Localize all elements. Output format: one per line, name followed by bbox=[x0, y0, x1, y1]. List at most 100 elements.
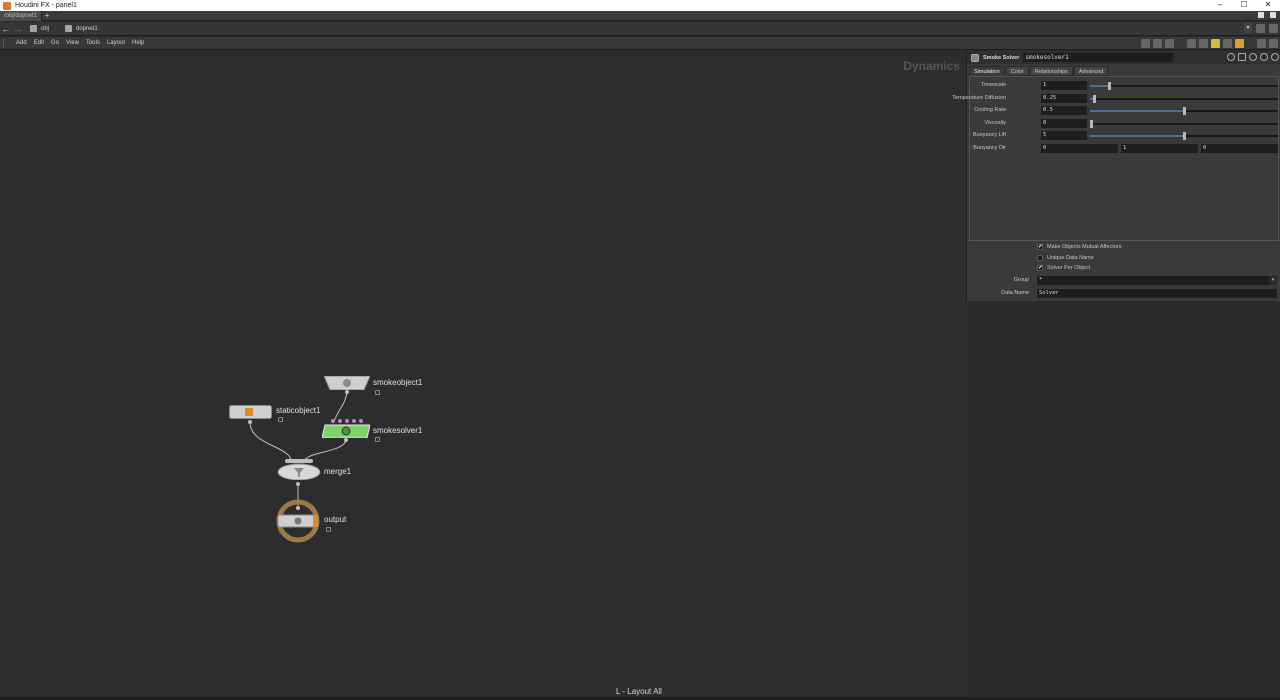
node-smokesolver1[interactable] bbox=[321, 418, 371, 439]
timescale-field[interactable]: 1 bbox=[1041, 81, 1087, 90]
smokeobject-node-shape bbox=[323, 375, 371, 391]
slider-knob[interactable] bbox=[1183, 107, 1186, 115]
node-smokeobject1[interactable] bbox=[323, 375, 371, 391]
unique-data-name-label: Unique Data Name bbox=[1047, 255, 1094, 261]
lock-icon[interactable] bbox=[278, 417, 283, 422]
buoyancy-dir-label: Buoyancy Dir bbox=[973, 144, 1006, 151]
tab-color[interactable]: Color bbox=[1005, 66, 1029, 76]
list-icon[interactable] bbox=[1165, 39, 1174, 48]
slider-knob[interactable] bbox=[1107, 82, 1111, 90]
temperature-diffusion-slider[interactable] bbox=[1090, 94, 1278, 103]
mutual-affectors-label: Make Objects Mutual Affectors bbox=[1047, 244, 1122, 250]
zoom-icon[interactable] bbox=[1257, 39, 1266, 48]
grid-icon[interactable] bbox=[1187, 39, 1196, 48]
breadcrumb-dopnet1-label: dopnet1 bbox=[76, 25, 98, 32]
link-icon[interactable] bbox=[1269, 23, 1278, 33]
breadcrumb-obj[interactable]: obj bbox=[30, 23, 59, 35]
layout-hint: L - Layout All bbox=[616, 687, 662, 696]
merge-node-shape bbox=[277, 459, 321, 481]
sticky-note-icon[interactable] bbox=[1211, 39, 1220, 48]
cooling-rate-field[interactable]: 0.5 bbox=[1041, 106, 1087, 115]
menu-go[interactable]: Go bbox=[51, 40, 60, 46]
menu-layout[interactable]: Layout bbox=[106, 40, 125, 46]
slider-knob[interactable] bbox=[1183, 132, 1186, 140]
path-history-dropdown[interactable]: ▾ bbox=[1244, 23, 1252, 33]
temperature-diffusion-field[interactable]: 0.25 bbox=[1041, 93, 1087, 103]
help-book-icon[interactable] bbox=[1238, 53, 1246, 61]
tree-icon[interactable] bbox=[1153, 39, 1162, 48]
palette-icon[interactable] bbox=[1223, 39, 1232, 48]
unique-data-name-checkbox[interactable] bbox=[1037, 255, 1043, 261]
menu-tools[interactable]: Tools bbox=[85, 40, 100, 46]
staticobject1-output-port[interactable] bbox=[248, 420, 252, 424]
buoyancy-lift-slider[interactable] bbox=[1090, 132, 1278, 140]
staticobject-node-shape bbox=[229, 405, 272, 419]
cooling-rate-slider[interactable] bbox=[1090, 107, 1278, 115]
node-merge1[interactable] bbox=[277, 458, 321, 481]
smokeobject1-label: smokeobject1 bbox=[373, 378, 423, 387]
timescale-label: Timescale bbox=[981, 82, 1006, 88]
smokesolver-node-shape bbox=[321, 419, 371, 439]
gear-icon[interactable] bbox=[1227, 53, 1235, 61]
buoyancy-dir-x-field[interactable]: 0 bbox=[1041, 143, 1118, 153]
tab-simulation[interactable]: Simulation bbox=[969, 66, 1005, 76]
viscosity-slider[interactable] bbox=[1090, 119, 1278, 128]
info-icon[interactable] bbox=[1260, 53, 1268, 61]
smokesolver1-output-port[interactable] bbox=[344, 438, 348, 442]
breadcrumb-dopnet1[interactable]: dopnet1 bbox=[65, 23, 108, 35]
layout-icon[interactable] bbox=[1199, 39, 1208, 48]
network-editor[interactable]: Dynamics smokeobject1 staticobject1 bbox=[0, 51, 966, 700]
node-name-field[interactable]: smokesolver1 bbox=[1023, 53, 1174, 62]
menu-edit[interactable]: Edit bbox=[33, 40, 45, 46]
toolbar-grip[interactable] bbox=[3, 38, 6, 48]
slider-knob[interactable] bbox=[1092, 94, 1096, 103]
houdini-app-icon bbox=[3, 1, 11, 10]
color-swatch-icon[interactable] bbox=[1235, 39, 1244, 48]
maximize-pane-icon[interactable] bbox=[1270, 12, 1276, 18]
node-output[interactable] bbox=[276, 499, 320, 543]
wrench-icon[interactable] bbox=[1141, 39, 1150, 48]
simulation-tab-body: Timescale 1 Temperature Diffusion 0.25 C… bbox=[952, 76, 1279, 241]
timescale-slider[interactable] bbox=[1090, 82, 1278, 90]
maximize-button[interactable]: ☐ bbox=[1240, 0, 1248, 9]
param-temperature-diffusion: Temperature Diffusion 0.25 bbox=[952, 93, 1278, 104]
menu-add[interactable]: Add bbox=[16, 40, 27, 46]
pane-menu-icon[interactable] bbox=[1258, 12, 1264, 18]
view-options-icon[interactable] bbox=[1269, 39, 1278, 48]
group-field[interactable]: * bbox=[1037, 276, 1277, 285]
tab-network-path[interactable]: /obj/dopnet1 bbox=[0, 10, 43, 21]
temperature-diffusion-label: Temperature Diffusion bbox=[952, 94, 1006, 101]
buoyancy-lift-field[interactable]: 5 bbox=[1041, 131, 1087, 140]
solver-per-object-checkbox[interactable]: ✔ bbox=[1037, 265, 1044, 271]
lock-icon[interactable] bbox=[375, 390, 380, 395]
forward-arrow-icon[interactable]: → bbox=[13, 23, 23, 34]
mutual-affectors-checkbox[interactable]: ✔ bbox=[1037, 244, 1044, 250]
minimize-button[interactable]: – bbox=[1217, 0, 1223, 9]
data-name-field[interactable]: Solver bbox=[1037, 289, 1277, 298]
add-tab-button[interactable]: + bbox=[44, 10, 50, 20]
question-icon[interactable] bbox=[1271, 53, 1279, 61]
lock-icon[interactable] bbox=[375, 437, 380, 442]
tab-relationships[interactable]: Relationships bbox=[1029, 66, 1073, 76]
menu-help[interactable]: Help bbox=[131, 40, 145, 46]
pin-icon[interactable] bbox=[1256, 23, 1265, 33]
menu-view[interactable]: View bbox=[66, 40, 79, 46]
merge1-output-port[interactable] bbox=[296, 482, 300, 486]
close-button[interactable]: ✕ bbox=[1264, 0, 1272, 9]
pane-tab-row: /obj/dopnet1 + bbox=[0, 10, 1280, 21]
back-arrow-icon[interactable]: ← bbox=[1, 23, 11, 34]
search-icon[interactable] bbox=[1249, 53, 1257, 61]
buoyancy-dir-z-field[interactable]: 0 bbox=[1201, 143, 1278, 153]
wire-smokeobject-to-solver bbox=[333, 391, 348, 423]
solver-per-object-label: Solver Per Object bbox=[1047, 265, 1091, 271]
lock-icon[interactable] bbox=[326, 527, 331, 532]
buoyancy-dir-y-field[interactable]: 1 bbox=[1121, 143, 1198, 153]
node-staticobject1[interactable] bbox=[229, 405, 272, 419]
viscosity-field[interactable]: 0 bbox=[1041, 118, 1087, 128]
smokeobject1-output-port[interactable] bbox=[345, 390, 349, 394]
param-timescale: Timescale 1 bbox=[970, 80, 1278, 91]
merge1-label: merge1 bbox=[324, 467, 352, 476]
slider-knob[interactable] bbox=[1090, 119, 1093, 128]
group-dropdown[interactable]: ▾ bbox=[1269, 276, 1277, 285]
tab-advanced[interactable]: Advanced bbox=[1073, 66, 1109, 76]
